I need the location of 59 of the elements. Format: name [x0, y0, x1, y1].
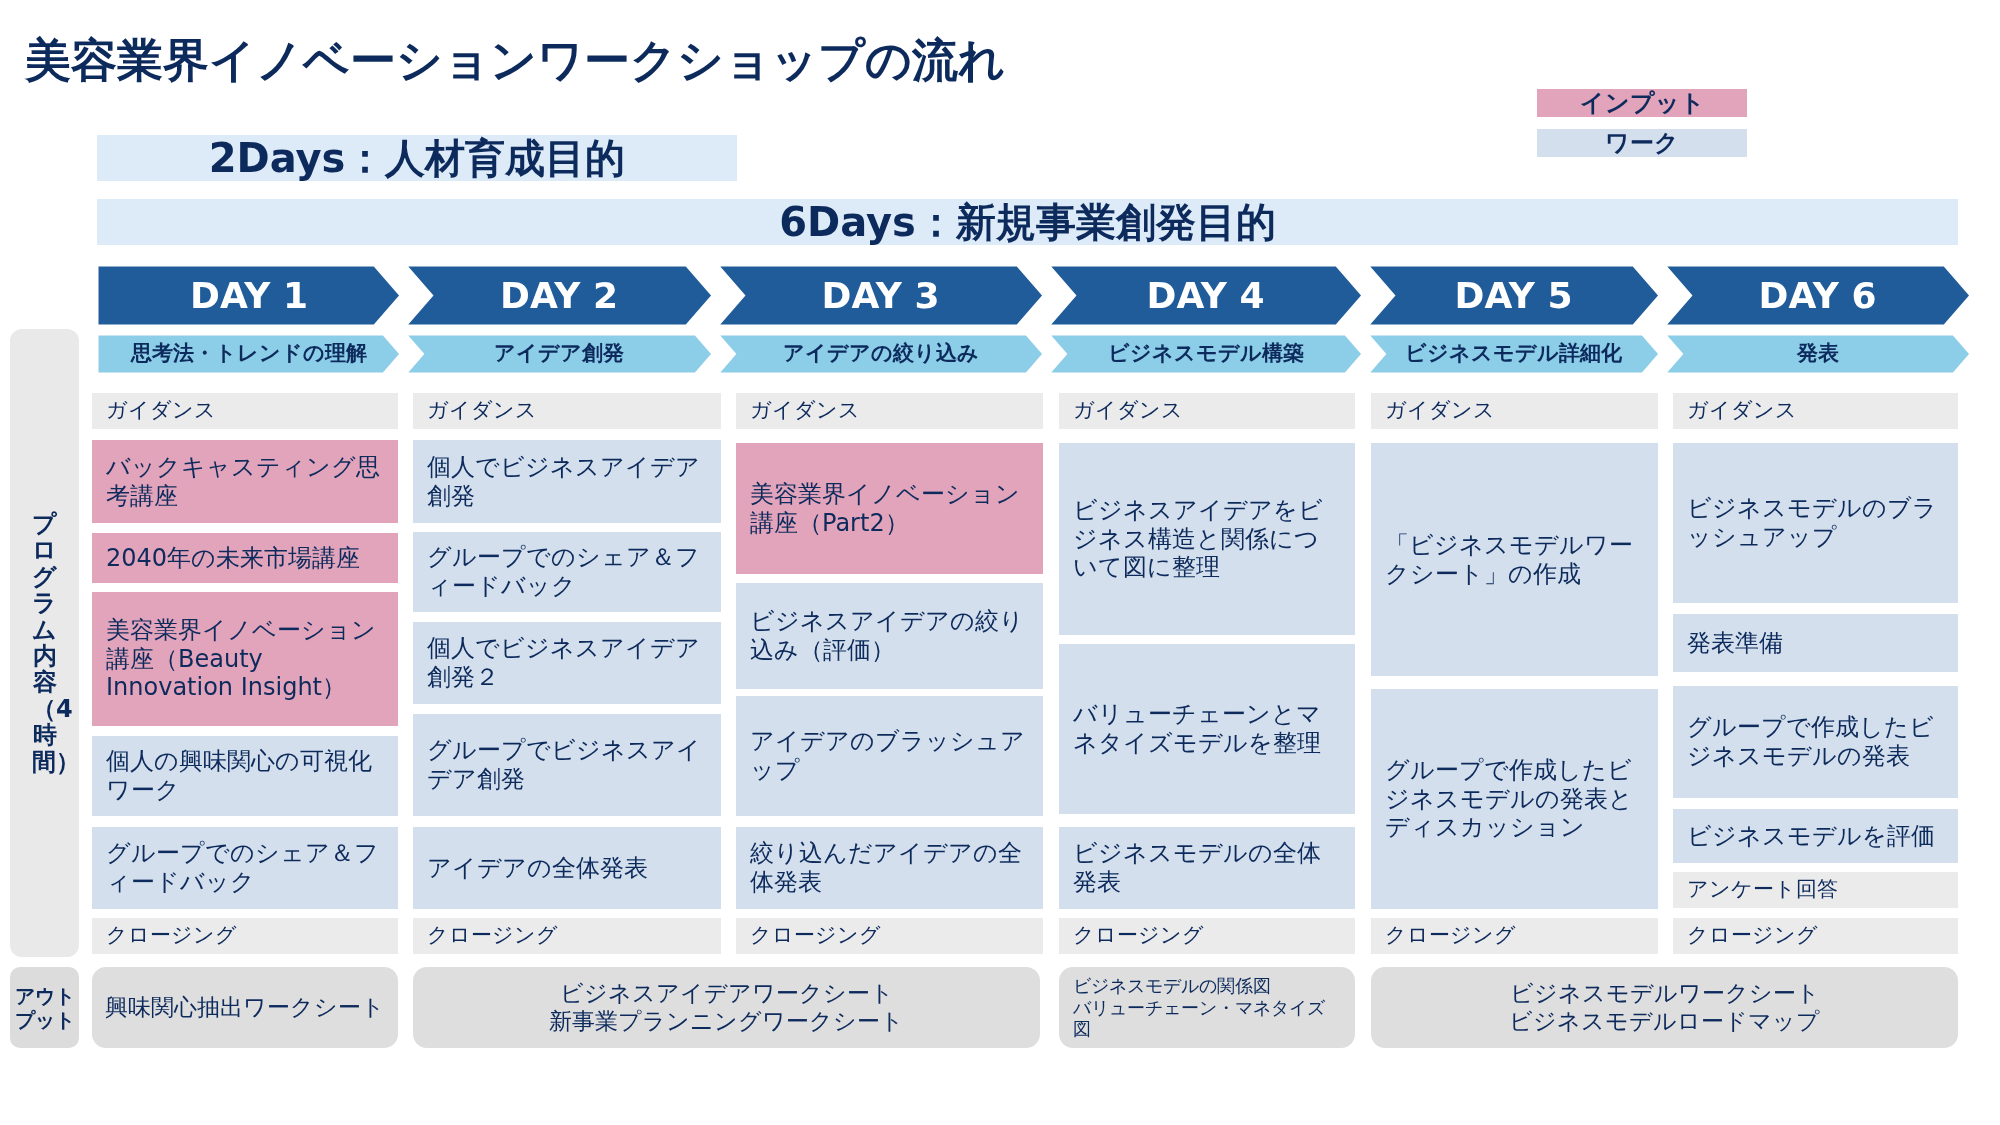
session-bar: アンケート回答 — [1673, 872, 1958, 908]
work-session: グループでのシェア＆フィードバック — [413, 532, 721, 612]
session-bar: クロージング — [92, 918, 398, 954]
session-bar: クロージング — [1059, 918, 1355, 954]
work-session: アイデアの全体発表 — [413, 827, 721, 909]
work-session: グループで作成したビジネスモデルの発表 — [1673, 686, 1958, 798]
work-session: 発表準備 — [1673, 614, 1958, 672]
output-box: 興味関心抽出ワークシート — [92, 967, 398, 1048]
session-bar: ガイダンス — [1673, 393, 1958, 429]
work-session: ビジネスアイデアをビジネス構造と関係について図に整理 — [1059, 443, 1355, 635]
session-bar: ガイダンス — [413, 393, 721, 429]
session-bar: クロージング — [736, 918, 1043, 954]
theme-header: 思考法・トレンドの理解 — [97, 334, 401, 374]
output-box: ビジネスアイデアワークシート 新事業プランニングワークシート — [413, 967, 1040, 1048]
title: 美容業界イノベーションワークショップの流れ — [25, 32, 1005, 89]
day-header: DAY 3 — [717, 265, 1044, 326]
work-session: ビジネスモデルの全体発表 — [1059, 827, 1355, 909]
work-session: グループでビジネスアイデア創発 — [413, 714, 721, 816]
day-header: DAY 1 — [97, 265, 401, 326]
row-label: アウトプット — [10, 967, 79, 1048]
output-box: ビジネスモデルワークシート ビジネスモデルロードマップ — [1371, 967, 1958, 1048]
day-header: DAY 2 — [405, 265, 713, 326]
work-session: 「ビジネスモデルワークシート」の作成 — [1371, 443, 1658, 676]
session-bar: ガイダンス — [92, 393, 398, 429]
heading-band: 6Days：新規事業創発目的 — [97, 199, 1958, 245]
theme-header: 発表 — [1664, 334, 1971, 374]
work-session: ビジネスモデルを評価 — [1673, 809, 1958, 863]
theme-header: アイデア創発 — [405, 334, 713, 374]
session-bar: クロージング — [413, 918, 721, 954]
input-session: 2040年の未来市場講座 — [92, 533, 398, 583]
theme-header: ビジネスモデル構築 — [1048, 334, 1363, 374]
input-session: バックキャスティング思考講座 — [92, 440, 398, 523]
output-box: ビジネスモデルの関係図 バリューチェーン・マネタイズ図 — [1059, 967, 1355, 1048]
work-session: 個人の興味関心の可視化ワーク — [92, 736, 398, 816]
theme-header: アイデアの絞り込み — [717, 334, 1044, 374]
work-session: 個人でビジネスアイデア創発 — [413, 440, 721, 523]
work-session: アイデアのブラッシュアップ — [736, 696, 1043, 816]
input-session: 美容業界イノベーション講座（Beauty Innovation Insight） — [92, 592, 398, 726]
work-session: 絞り込んだアイデアの全体発表 — [736, 827, 1043, 909]
day-header: DAY 5 — [1367, 265, 1660, 326]
legend-swatch: インプット — [1537, 89, 1747, 117]
work-session: グループでのシェア＆フィードバック — [92, 827, 398, 909]
work-session: ビジネスアイデアの絞り込み（評価） — [736, 583, 1043, 689]
input-session: 美容業界イノベーション講座（Part2） — [736, 443, 1043, 574]
work-session: バリューチェーンとマネタイズモデルを整理 — [1059, 644, 1355, 814]
heading-band: 2Days：人材育成目的 — [97, 135, 737, 181]
work-session: グループで作成したビジネスモデルの発表とディスカッション — [1371, 689, 1658, 909]
day-header: DAY 6 — [1664, 265, 1971, 326]
theme-header: ビジネスモデル詳細化 — [1367, 334, 1660, 374]
work-session: ビジネスモデルのブラッシュアップ — [1673, 443, 1958, 603]
work-session: 個人でビジネスアイデア創発２ — [413, 622, 721, 704]
session-bar: クロージング — [1673, 918, 1958, 954]
legend-swatch: ワーク — [1537, 129, 1747, 157]
session-bar: ガイダンス — [1059, 393, 1355, 429]
session-bar: ガイダンス — [1371, 393, 1658, 429]
row-label: プログラム内容（4時間） — [10, 329, 79, 957]
session-bar: クロージング — [1371, 918, 1658, 954]
session-bar: ガイダンス — [736, 393, 1043, 429]
day-header: DAY 4 — [1048, 265, 1363, 326]
